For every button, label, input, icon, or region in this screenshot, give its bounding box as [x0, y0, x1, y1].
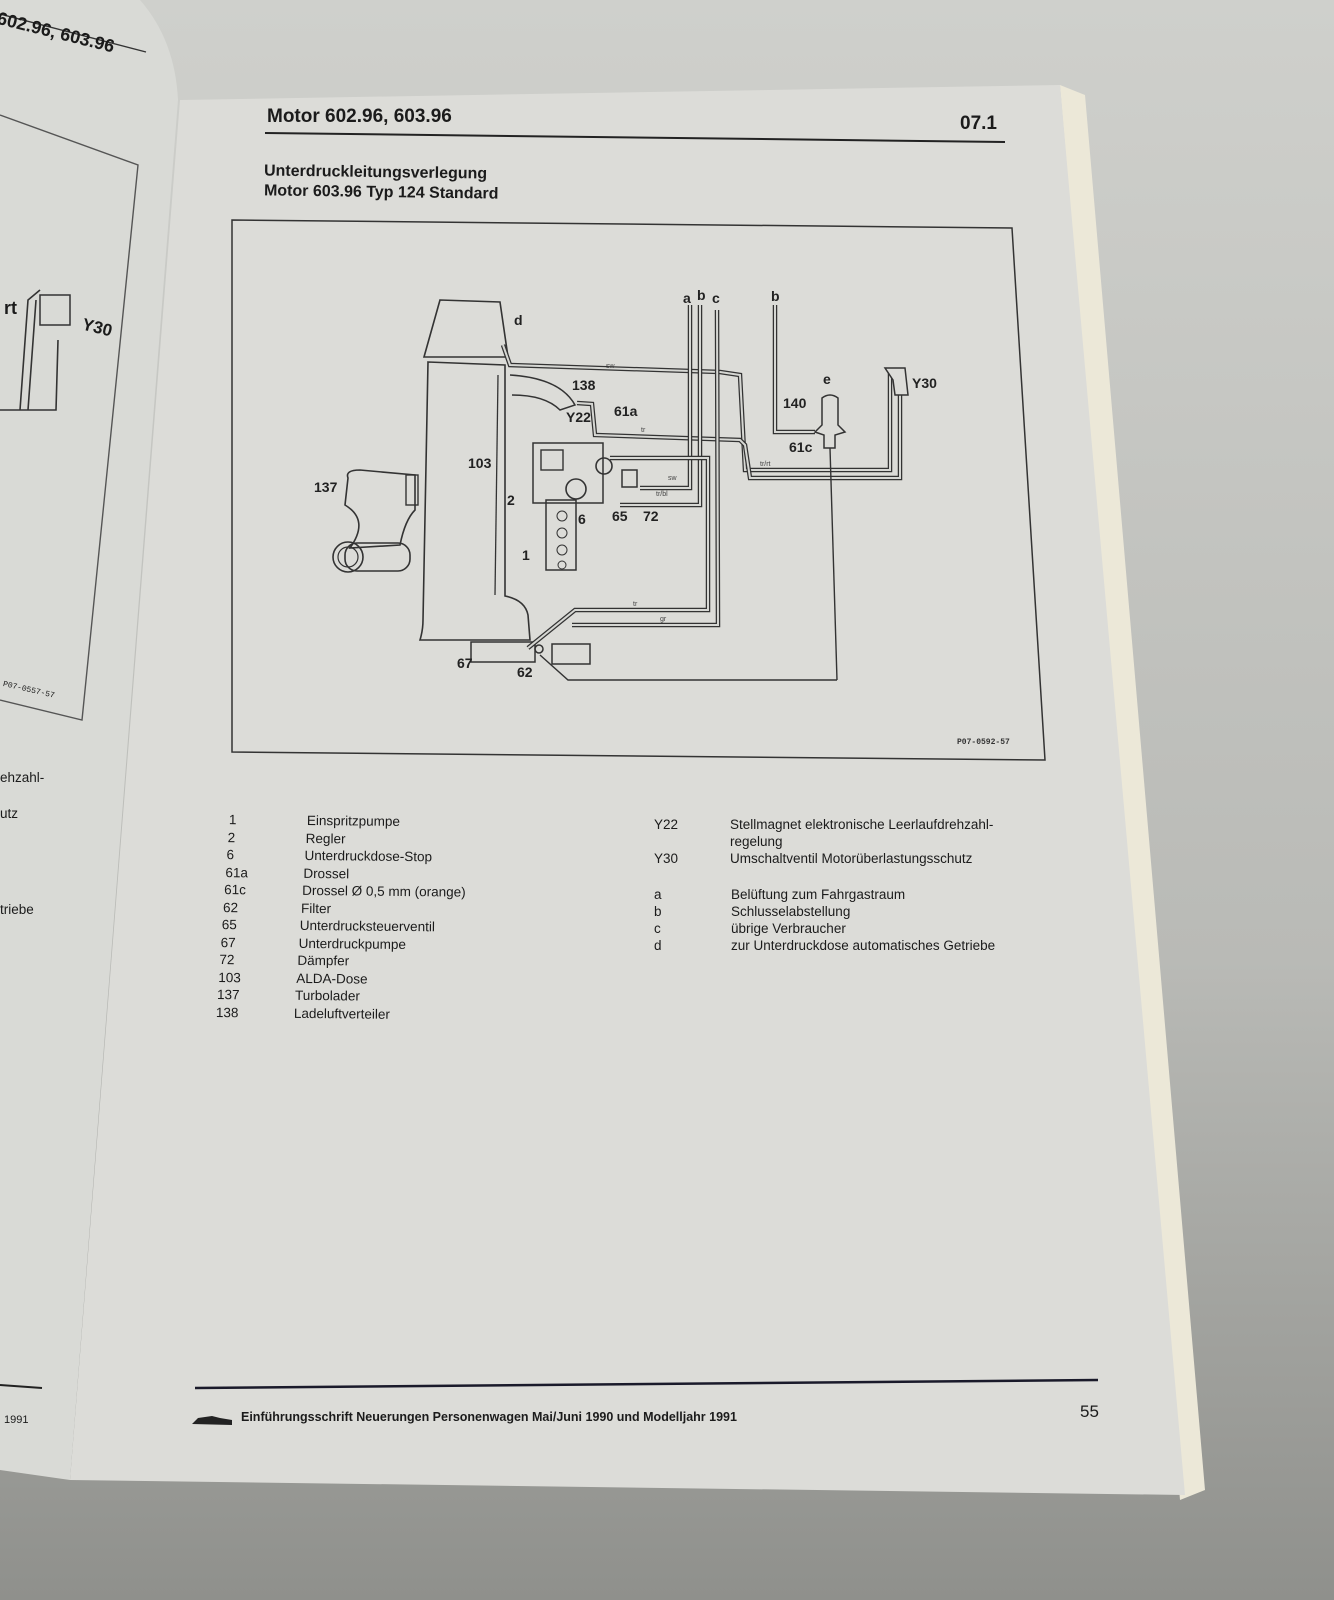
page-title: Motor 602.96, 603.96 — [267, 106, 452, 127]
left-fragment-3: triebe — [0, 902, 34, 917]
label-1: 1 — [522, 547, 530, 563]
left-footer-fragment: 1991 — [4, 1414, 29, 1426]
label-138: 138 — [572, 377, 596, 393]
legend-text: Drossel Ø 0,5 mm (orange) — [302, 882, 466, 900]
car-icon — [192, 1416, 232, 1425]
legend-text: Umschaltventil Motorüberlastungsschutz — [730, 851, 973, 866]
legend-text: Regler — [305, 830, 346, 846]
legend-key: 138 — [215, 1004, 239, 1020]
legend-key: 103 — [218, 969, 241, 985]
label-Y22: Y22 — [566, 409, 591, 425]
label-d: d — [514, 312, 523, 328]
legend-key: Y30 — [654, 851, 679, 866]
hose-color-trrt: tr/rt — [760, 461, 771, 468]
legend-text: Unterdruckdose-Stop — [304, 847, 433, 865]
hose-color-tr: tr — [641, 427, 646, 434]
page-number: 55 — [1080, 1402, 1099, 1421]
label-65: 65 — [612, 508, 628, 524]
legend-key: 6 — [226, 847, 235, 863]
hose-color-tr-2: tr — [633, 601, 638, 608]
legend-text: ALDA-Dose — [296, 970, 368, 987]
legend-key: a — [654, 887, 662, 902]
legend-key: 72 — [219, 952, 235, 968]
figure-code: P07-0592-57 — [957, 738, 1010, 747]
label-62: 62 — [517, 664, 533, 680]
left-diagram-fragment — [0, 289, 71, 411]
left-diagram-frame — [0, 114, 139, 721]
legend-key: 65 — [221, 917, 237, 933]
label-137: 137 — [314, 479, 338, 495]
label-b: b — [697, 287, 706, 303]
label-6: 6 — [578, 511, 586, 527]
legend-text: Filter — [300, 900, 332, 916]
legend-key: Y22 — [654, 817, 679, 832]
left-page — [0, 0, 178, 1480]
label-103: 103 — [468, 455, 492, 471]
legend-text: Ladeluftverteiler — [293, 1005, 391, 1022]
legend-key: 61c — [224, 882, 247, 898]
legend-text: Drossel — [303, 865, 350, 881]
hose-color-gr: gr — [660, 616, 667, 623]
left-fragment-1: ehzahl- — [0, 770, 45, 785]
label-Y30: Y30 — [912, 375, 937, 391]
legend-text: Einspritzpumpe — [306, 812, 401, 829]
subtitle-line-1: Unterdruckleitungsverlegung — [263, 162, 488, 183]
label-c: c — [712, 290, 720, 306]
label-a: a — [683, 290, 691, 306]
left-fragment-2: utz — [0, 806, 19, 821]
legend-text: Schlusselabstellung — [731, 904, 851, 919]
hose-color-sw-2: sw — [668, 475, 678, 482]
legend-key: 62 — [222, 899, 239, 915]
label-140: 140 — [783, 395, 807, 411]
left-label-rt: rt — [4, 298, 17, 318]
label-2: 2 — [507, 492, 515, 508]
section-number: 07.1 — [960, 113, 997, 134]
label-e: e — [823, 371, 831, 387]
right-page — [70, 85, 1185, 1495]
legend-key: b — [654, 904, 662, 919]
legend-text: Dämpfer — [297, 952, 350, 969]
legend-left: 1 Einspritzpumpe 2 Regler 6 Unterdruckdose-… — [213, 812, 635, 1030]
legend-text: Belüftung zum Fahrgastraum — [731, 887, 906, 902]
label-67: 67 — [457, 655, 473, 671]
page-edges — [1060, 85, 1205, 1500]
legend-text: regelung — [730, 834, 783, 849]
legend-right: Y22 Stellmagnet elektronische Leerlaufdre… — [654, 817, 1034, 957]
legend-text: Stellmagnet elektronische Leerlaufdrehza… — [730, 817, 994, 832]
label-61c: 61c — [789, 439, 813, 455]
legend-text: Unterdrucksteuerventil — [299, 917, 435, 935]
legend-key: 61a — [225, 864, 248, 880]
diagram-labels: d a b c b e 138 Y22 61a 103 137 2 6 65 7… — [314, 287, 1010, 747]
engine-diagram — [332, 299, 909, 681]
legend-text: übrige Verbraucher — [731, 921, 846, 936]
legend-key: 67 — [220, 934, 236, 950]
header-rule — [264, 132, 1006, 143]
legend-key: c — [654, 921, 661, 936]
diagram-frame — [231, 219, 1046, 761]
footer-text: Einführungsschrift Neuerungen Personenwa… — [241, 1410, 737, 1424]
legend-key: 1 — [228, 812, 237, 828]
legend-text: zur Unterdruckdose automatisches Getrieb… — [731, 938, 996, 953]
legend-text: Turbolader — [295, 987, 360, 1004]
footer-rule — [194, 1378, 1099, 1390]
hose-color-sw: sw — [606, 363, 616, 370]
legend-text: Unterdruckpumpe — [298, 935, 407, 952]
legend-key: d — [654, 938, 662, 953]
legend-key: 2 — [227, 829, 236, 845]
hose-color-trbl: tr/bl — [656, 491, 668, 498]
label-61a: 61a — [614, 403, 638, 419]
subtitle-line-2: Motor 603.96 Typ 124 Standard — [263, 182, 499, 203]
label-b-2: b — [771, 288, 780, 304]
legend-key: 137 — [217, 987, 240, 1003]
label-72: 72 — [643, 508, 659, 524]
